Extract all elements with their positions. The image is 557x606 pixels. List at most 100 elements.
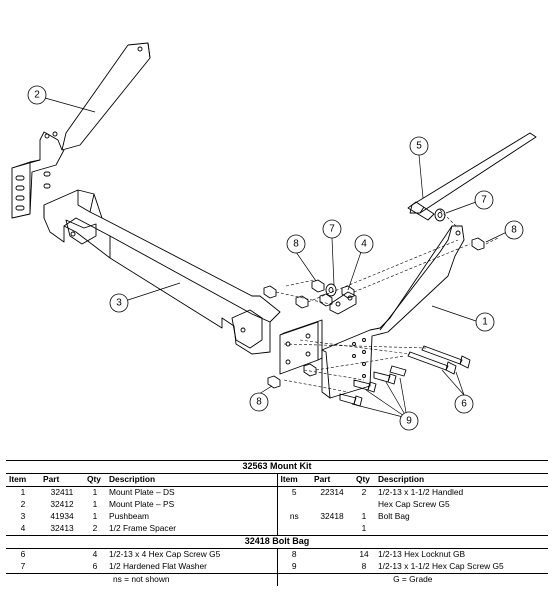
- cell: [311, 549, 353, 562]
- table-row: 3 41934 1 Pushbeam ns 32418 1 Bolt Bag: [6, 511, 548, 523]
- callout-7b: 7: [322, 219, 342, 239]
- callouts: 2 3 5 7 8 8 7 4 1 6 8 9: [27, 85, 524, 431]
- col-header: Part: [40, 473, 84, 487]
- cell: [40, 561, 84, 574]
- cell: 32412: [50, 499, 74, 509]
- callout-1: 1: [475, 312, 495, 332]
- callout-8c: 8: [249, 392, 269, 412]
- col-header: Description: [106, 473, 277, 487]
- parts-list-table: 32563 Mount Kit Item Part Qty Descriptio…: [6, 460, 549, 586]
- callout-2: 2: [27, 85, 47, 105]
- col-header: Item: [6, 473, 40, 487]
- svg-text:2: 2: [34, 90, 40, 101]
- cell: 32411: [50, 487, 74, 497]
- leader-lines: [44, 97, 510, 419]
- col-header: Qty: [84, 473, 106, 487]
- cell: 5: [276, 486, 311, 499]
- table-row: 6 4 1/2-13 x 4 Hex Cap Screw G5 8 14 1/2…: [6, 548, 548, 562]
- cell: 1/2-13 x 1-1/2 Hex Cap Screw G5: [378, 561, 504, 571]
- cell: [276, 523, 311, 536]
- cell: 14: [359, 549, 369, 559]
- callout-8a: 8: [504, 220, 524, 240]
- frame-spacer-part: [329, 291, 357, 315]
- cell: 3: [20, 511, 26, 521]
- table-row: 2 32412 1 Mount Plate – PS Hex Cap Screw…: [6, 499, 548, 511]
- callout-9: 9: [399, 411, 419, 431]
- cell: 1: [20, 487, 26, 497]
- mount-plate-ds-part: [11, 42, 151, 219]
- long-hex-cap-screw-parts: [407, 345, 471, 375]
- handled-hex-cap-screw-part: [407, 132, 537, 221]
- bolt-bag-title: 32418 Bolt Bag: [6, 535, 549, 549]
- svg-text:1: 1: [482, 317, 488, 328]
- cell: 6: [92, 561, 98, 571]
- cell: [353, 499, 375, 511]
- cell: [375, 523, 548, 536]
- svg-text:9: 9: [406, 416, 412, 427]
- cell: 1: [92, 499, 98, 509]
- svg-text:7: 7: [481, 195, 487, 206]
- callout-5: 5: [409, 136, 429, 156]
- cell: 1/2-13 x 1-1/2 Handled: [378, 487, 464, 497]
- cell: 2: [92, 523, 98, 533]
- cell: Hex Cap Screw G5: [378, 499, 450, 509]
- cell: 22314: [320, 487, 344, 497]
- cell: 2: [361, 487, 367, 497]
- table-row: 1 32411 1 Mount Plate – DS 5 22314 2 1/2…: [6, 486, 548, 499]
- callout-7a: 7: [474, 190, 494, 210]
- callout-8b: 8: [286, 234, 306, 254]
- cell: 1/2 Hardened Flat Washer: [109, 561, 207, 571]
- cell: 1/2 Frame Spacer: [109, 523, 177, 533]
- table-row: 4 32413 2 1/2 Frame Spacer 1: [6, 523, 548, 536]
- flat-washer-parts: [325, 208, 446, 297]
- cell: Pushbeam: [109, 511, 150, 521]
- col-header: Qty: [353, 473, 375, 487]
- svg-text:3: 3: [116, 298, 122, 309]
- cell: Mount Plate – DS: [109, 487, 175, 497]
- cell: 1: [361, 511, 367, 521]
- cell: 6: [20, 549, 26, 559]
- svg-text:7: 7: [329, 224, 335, 235]
- svg-text:4: 4: [361, 239, 367, 250]
- cell: [311, 561, 353, 574]
- callout-6: 6: [454, 394, 474, 414]
- cell: Mount Plate – PS: [109, 499, 175, 509]
- table-footer: ns = not shown G = Grade: [6, 573, 549, 586]
- cell: 9: [276, 561, 311, 574]
- cell: 32418: [320, 511, 344, 521]
- table-row: 7 6 1/2 Hardened Flat Washer 9 8 1/2-13 …: [6, 561, 548, 574]
- exploded-parts-diagram: 2 3 5 7 8 8 7 4 1 6 8 9: [11, 42, 537, 431]
- cell: [276, 499, 311, 511]
- col-header: Description: [375, 473, 549, 487]
- mount-kit-title: 32563 Mount Kit: [6, 460, 549, 474]
- cell: 1: [92, 511, 98, 521]
- hex-locknut-parts: [263, 237, 485, 389]
- mount-plate-ps-part: [321, 225, 465, 399]
- footer-note-grade: G = Grade: [276, 573, 549, 586]
- cell: 2: [20, 499, 26, 509]
- svg-text:5: 5: [416, 141, 422, 152]
- col-header: Item: [276, 473, 311, 487]
- cell: [311, 499, 353, 511]
- callout-3: 3: [109, 293, 129, 313]
- cell: 4: [20, 523, 26, 533]
- callout-4: 4: [354, 234, 374, 254]
- cell: 8: [361, 561, 367, 571]
- frame-spacer-plate: [279, 319, 323, 375]
- assembly-dash-lines: [275, 209, 499, 393]
- cell: [40, 549, 84, 562]
- pushbeam-part: [43, 189, 281, 355]
- svg-text:8: 8: [256, 397, 262, 408]
- cell: 1: [92, 487, 98, 497]
- cell: 7: [20, 561, 26, 571]
- cell: 1/2-13 x 4 Hex Cap Screw G5: [109, 549, 221, 559]
- cell: 32413: [50, 523, 74, 533]
- svg-text:8: 8: [293, 239, 299, 250]
- table-header-row: Item Part Qty Description Item Part Qty …: [6, 473, 549, 487]
- col-header: Part: [311, 473, 353, 487]
- cell: 1: [361, 523, 367, 533]
- svg-text:6: 6: [461, 399, 467, 410]
- cell: 4: [92, 549, 98, 559]
- cell: 8: [276, 548, 311, 561]
- footer-note-ns: ns = not shown: [6, 573, 277, 586]
